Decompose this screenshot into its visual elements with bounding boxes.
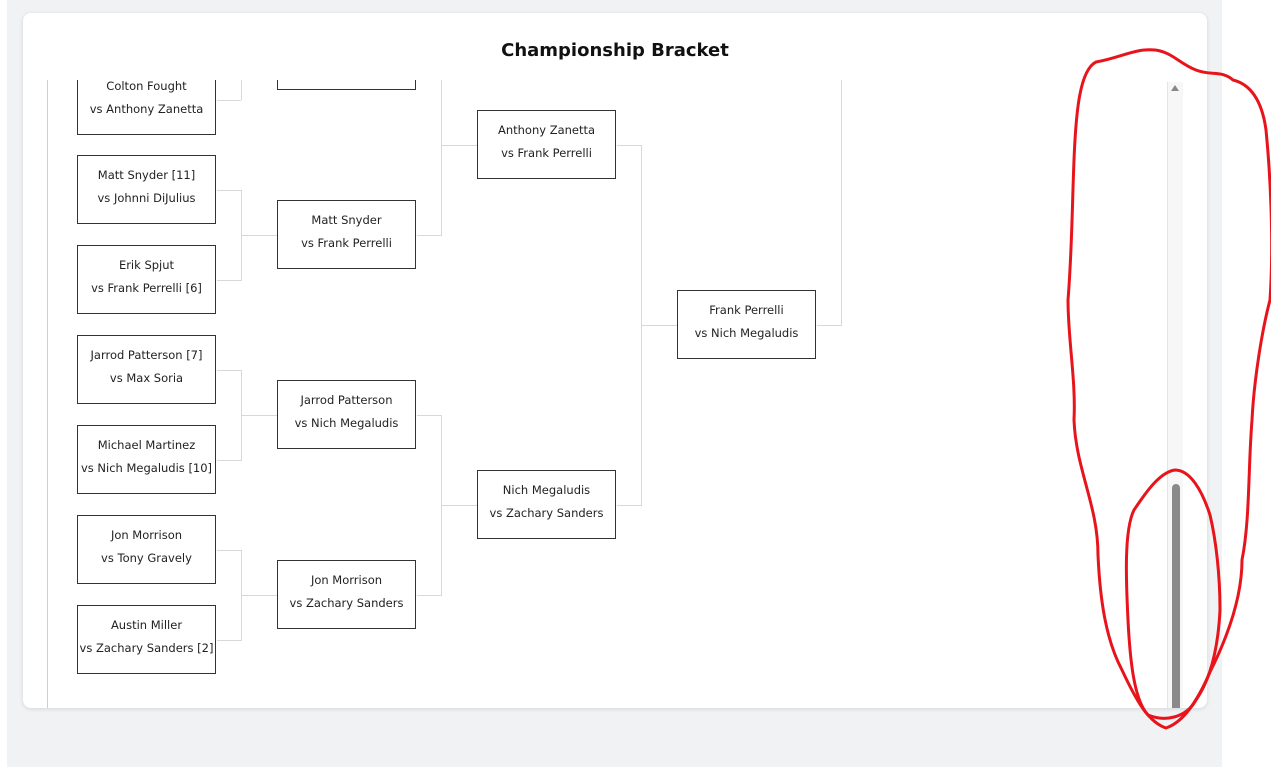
match-r2-1[interactable] bbox=[277, 80, 416, 90]
match-top-competitor: Nich Megaludis bbox=[502, 483, 591, 497]
match-top-competitor: Anthony Zanetta bbox=[497, 123, 596, 137]
connector bbox=[217, 190, 241, 191]
match-top-competitor: Michael Martinez bbox=[97, 438, 196, 452]
match-bottom-competitor: vs Zachary Sanders bbox=[289, 596, 404, 610]
match-top-competitor: Matt Snyder bbox=[311, 213, 382, 227]
match-r1-7[interactable]: Austin Miller vs Zachary Sanders [2] bbox=[77, 605, 216, 674]
match-top-competitor: Matt Snyder [11] bbox=[97, 168, 196, 182]
match-r1-1[interactable]: Colton Fought vs Anthony Zanetta bbox=[77, 80, 216, 135]
connector bbox=[641, 325, 677, 326]
scrollbar-thumb[interactable] bbox=[1172, 484, 1180, 708]
match-r1-3[interactable]: Erik Spjut vs Frank Perrelli [6] bbox=[77, 245, 216, 314]
match-top-competitor: Austin Miller bbox=[110, 618, 183, 632]
match-r3-1[interactable]: Anthony Zanetta vs Frank Perrelli bbox=[477, 110, 616, 179]
match-r1-2[interactable]: Matt Snyder [11] vs Johnni DiJulius bbox=[77, 155, 216, 224]
left-border-line bbox=[47, 80, 48, 708]
connector bbox=[817, 325, 841, 326]
connector bbox=[217, 550, 241, 551]
match-r1-5[interactable]: Michael Martinez vs Nich Megaludis [10] bbox=[77, 425, 216, 494]
connector bbox=[241, 595, 277, 596]
match-top-competitor: Jarrod Patterson [7] bbox=[90, 348, 203, 362]
match-r2-4[interactable]: Jon Morrison vs Zachary Sanders bbox=[277, 560, 416, 629]
match-r1-4[interactable]: Jarrod Patterson [7] vs Max Soria bbox=[77, 335, 216, 404]
connector bbox=[217, 460, 241, 461]
connector bbox=[617, 505, 641, 506]
match-r1-6[interactable]: Jon Morrison vs Tony Gravely bbox=[77, 515, 216, 584]
match-bottom-competitor: vs Nich Megaludis [10] bbox=[80, 461, 213, 475]
connector bbox=[417, 595, 441, 596]
connector bbox=[441, 145, 477, 146]
bracket-viewport[interactable]: Colton Fought vs Anthony Zanetta Matt Sn… bbox=[23, 80, 1173, 708]
connector bbox=[217, 370, 241, 371]
match-bottom-competitor: vs Frank Perrelli bbox=[501, 146, 592, 160]
match-bottom-competitor: vs Tony Gravely bbox=[101, 551, 192, 565]
bracket-card: Championship Bracket bbox=[23, 13, 1207, 708]
match-bottom-competitor: vs Nich Megaludis bbox=[694, 326, 799, 340]
connector bbox=[617, 145, 641, 146]
match-top-competitor: Colton Fought bbox=[106, 80, 187, 93]
match-top-competitor: Frank Perrelli bbox=[709, 303, 784, 317]
match-bottom-competitor: vs Anthony Zanetta bbox=[89, 102, 204, 116]
match-bottom-competitor: vs Zachary Sanders bbox=[489, 506, 604, 520]
match-bottom-competitor: vs Nich Megaludis bbox=[294, 416, 399, 430]
match-r2-2[interactable]: Matt Snyder vs Frank Perrelli bbox=[277, 200, 416, 269]
match-bottom-competitor: vs Frank Perrelli bbox=[301, 236, 392, 250]
match-top-competitor: Erik Spjut bbox=[118, 258, 175, 272]
scroll-up-arrow-icon[interactable] bbox=[1171, 85, 1179, 91]
match-top-competitor: Jon Morrison bbox=[110, 528, 183, 542]
page-title: Championship Bracket bbox=[501, 40, 729, 61]
connector bbox=[217, 100, 241, 101]
connector bbox=[417, 235, 441, 236]
connector bbox=[241, 80, 242, 100]
connector bbox=[441, 505, 477, 506]
connector bbox=[241, 415, 277, 416]
match-r2-3[interactable]: Jarrod Patterson vs Nich Megaludis bbox=[277, 380, 416, 449]
match-r4-1[interactable]: Frank Perrelli vs Nich Megaludis bbox=[677, 290, 816, 359]
match-bottom-competitor: vs Max Soria bbox=[109, 371, 184, 385]
match-top-competitor: Jarrod Patterson bbox=[300, 393, 393, 407]
vertical-scrollbar[interactable] bbox=[1167, 82, 1183, 708]
connector bbox=[441, 80, 442, 236]
connector bbox=[217, 280, 241, 281]
match-top-competitor: Jon Morrison bbox=[310, 573, 383, 587]
match-bottom-competitor: vs Zachary Sanders [2] bbox=[79, 641, 214, 655]
match-bottom-competitor: vs Frank Perrelli [6] bbox=[91, 281, 202, 295]
connector bbox=[241, 235, 277, 236]
connector bbox=[841, 80, 842, 326]
match-bottom-competitor: vs Johnni DiJulius bbox=[97, 191, 196, 205]
connector bbox=[417, 415, 441, 416]
match-r3-2[interactable]: Nich Megaludis vs Zachary Sanders bbox=[477, 470, 616, 539]
connector bbox=[217, 640, 241, 641]
